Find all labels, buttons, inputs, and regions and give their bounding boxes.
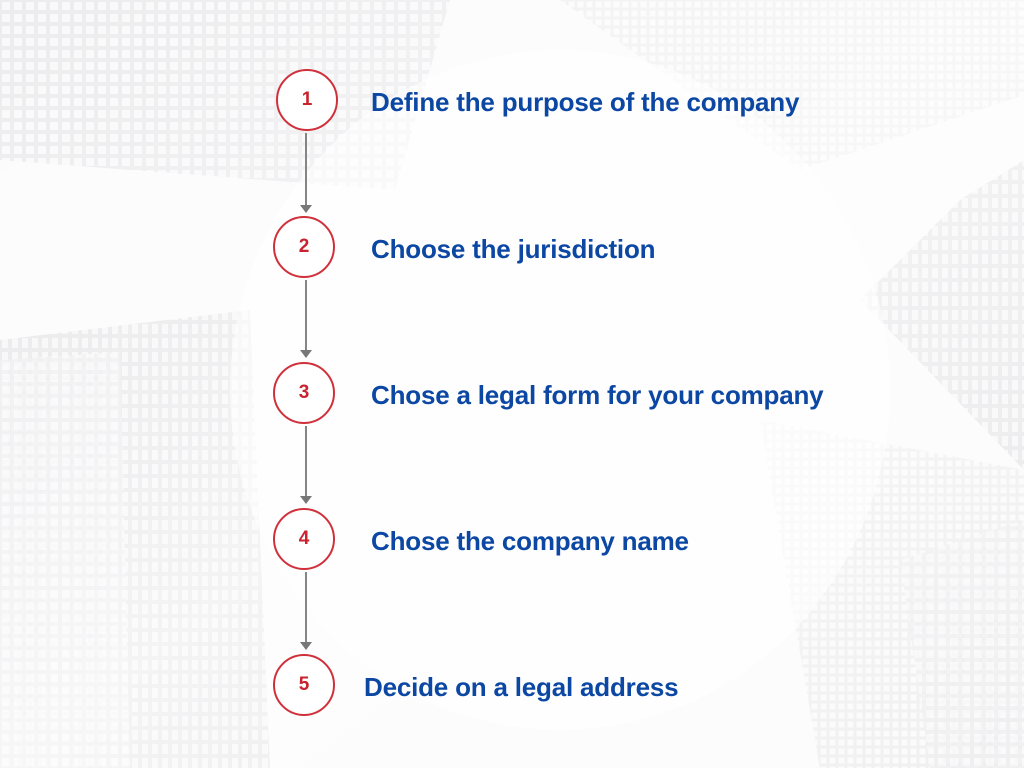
arrow-down-icon: [300, 205, 312, 213]
step-4: 4 Chose the company name: [0, 505, 1024, 575]
step-number-circle: 3: [273, 362, 335, 424]
step-label: Choose the jurisdiction: [371, 234, 656, 264]
step-number-circle: 4: [273, 508, 335, 570]
arrow-down-icon: [300, 642, 312, 650]
step-number: 1: [301, 89, 313, 110]
arrow-down-icon: [300, 496, 312, 504]
arrow-down-icon: [300, 350, 312, 358]
step-3: 3 Chose a legal form for your company: [0, 359, 1024, 429]
connector-1-2: [305, 133, 307, 207]
step-label: Chose a legal form for your company: [371, 380, 824, 410]
step-number: 2: [298, 236, 310, 257]
connector-4-5: [305, 572, 307, 644]
step-label: Define the purpose of the company: [371, 87, 800, 117]
step-number: 4: [298, 528, 310, 549]
connector-3-4: [305, 426, 307, 498]
step-2: 2 Choose the jurisdiction: [0, 213, 1024, 283]
step-number-circle: 2: [273, 216, 335, 278]
step-number-circle: 1: [276, 69, 338, 131]
step-number: 3: [298, 382, 310, 403]
connector-2-3: [305, 280, 307, 352]
step-1: 1 Define the purpose of the company: [0, 66, 1024, 136]
step-5: 5 Decide on a legal address: [0, 651, 1024, 721]
step-number: 5: [298, 674, 310, 695]
step-number-circle: 5: [273, 654, 335, 716]
step-label: Decide on a legal address: [364, 672, 679, 702]
step-label: Chose the company name: [371, 526, 689, 556]
